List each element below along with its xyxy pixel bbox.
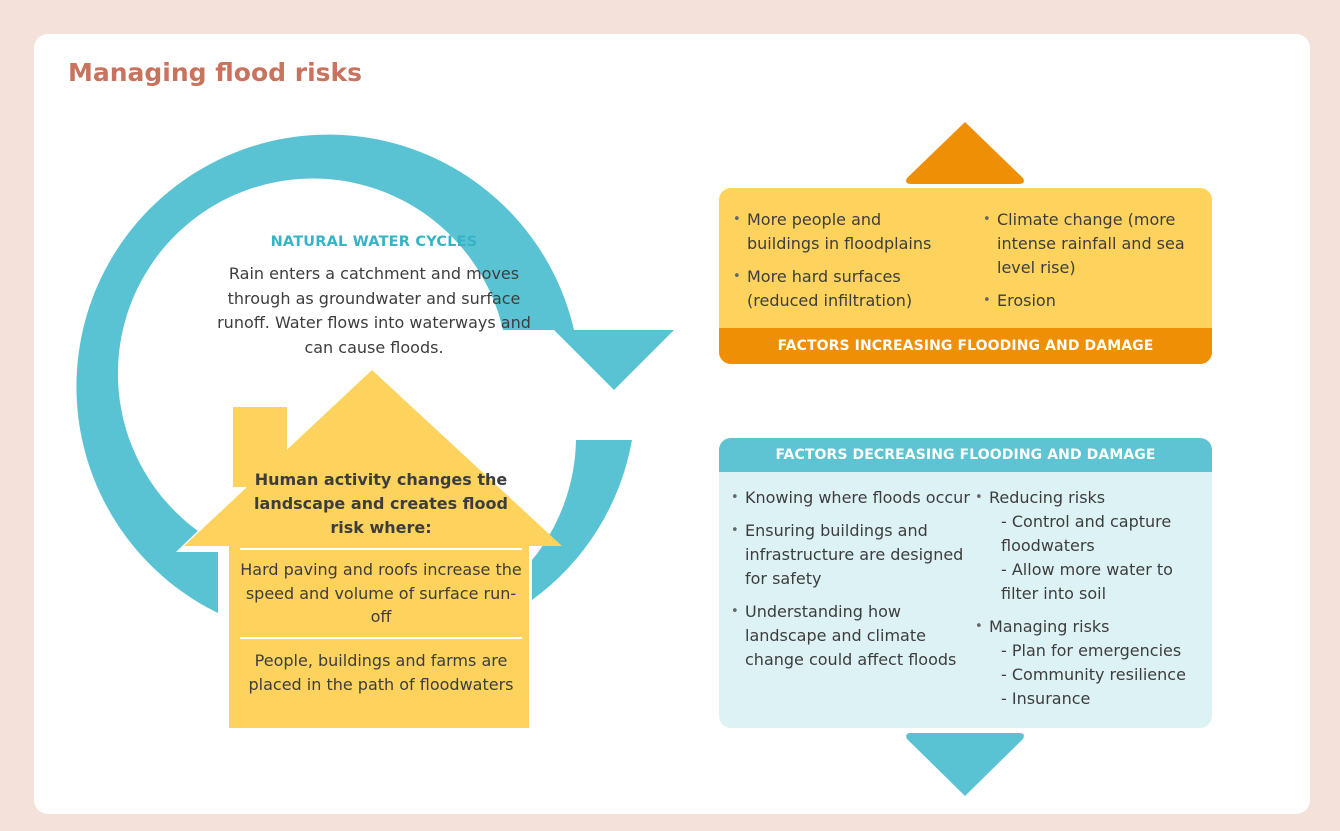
sub-item: - Control and capture floodwaters — [1001, 512, 1172, 555]
sub-item: - Allow more water to filter into soil — [1001, 560, 1173, 603]
increasing-label: FACTORS INCREASING FLOODING AND DAMAGE — [719, 328, 1212, 364]
list-item: Knowing where floods occur — [731, 486, 971, 510]
increasing-factors-box: More people and buildings in floodplains… — [719, 188, 1212, 364]
water-cycle-arrow-icon — [76, 134, 675, 615]
house-point-1: Hard paving and roofs increase the speed… — [240, 560, 522, 626]
reducing-label: Reducing risks — [989, 488, 1106, 507]
page-title: Managing flood risks — [68, 58, 363, 87]
increasing-left-column: More people and buildings in floodplains… — [733, 208, 958, 313]
house-heading: Human activity changes the landscape and… — [254, 470, 508, 537]
list-item: More people and buildings in floodplains — [733, 208, 958, 256]
list-item: More hard surfaces (reduced infiltration… — [733, 265, 958, 313]
decreasing-left-column: Knowing where floods occur Ensuring buil… — [731, 486, 971, 672]
list-item: Understanding how landscape and climate … — [731, 600, 971, 672]
house-icon — [184, 370, 562, 728]
water-cycle-arrow-tail — [532, 440, 632, 600]
down-arrow-icon — [906, 733, 1024, 796]
list-item: Ensuring buildings and infrastructure ar… — [731, 519, 971, 591]
decreasing-right-column: Reducing risks - Control and capture flo… — [975, 486, 1207, 711]
list-item: Erosion — [983, 289, 1205, 313]
decreasing-factors-box: FACTORS DECREASING FLOODING AND DAMAGE K… — [719, 438, 1212, 728]
sub-item: - Insurance — [1001, 689, 1091, 708]
sub-item: - Community resilience — [1001, 665, 1186, 684]
managing-label: Managing risks — [989, 617, 1110, 636]
house-point-2: People, buildings and farms are placed i… — [248, 651, 514, 694]
sub-item: - Plan for emergencies — [1001, 641, 1182, 660]
cycle-description: Rain enters a catchment and moves throug… — [217, 264, 531, 357]
decreasing-label: FACTORS DECREASING FLOODING AND DAMAGE — [719, 438, 1212, 472]
list-item-managing: Managing risks - Plan for emergencies - … — [975, 615, 1207, 711]
increasing-right-column: Climate change (more intense rainfall an… — [983, 208, 1205, 313]
list-item-reducing: Reducing risks - Control and capture flo… — [975, 486, 1207, 606]
cycle-heading: NATURAL WATER CYCLES — [270, 234, 478, 250]
up-arrow-icon — [906, 122, 1024, 184]
list-item: Climate change (more intense rainfall an… — [983, 208, 1205, 280]
